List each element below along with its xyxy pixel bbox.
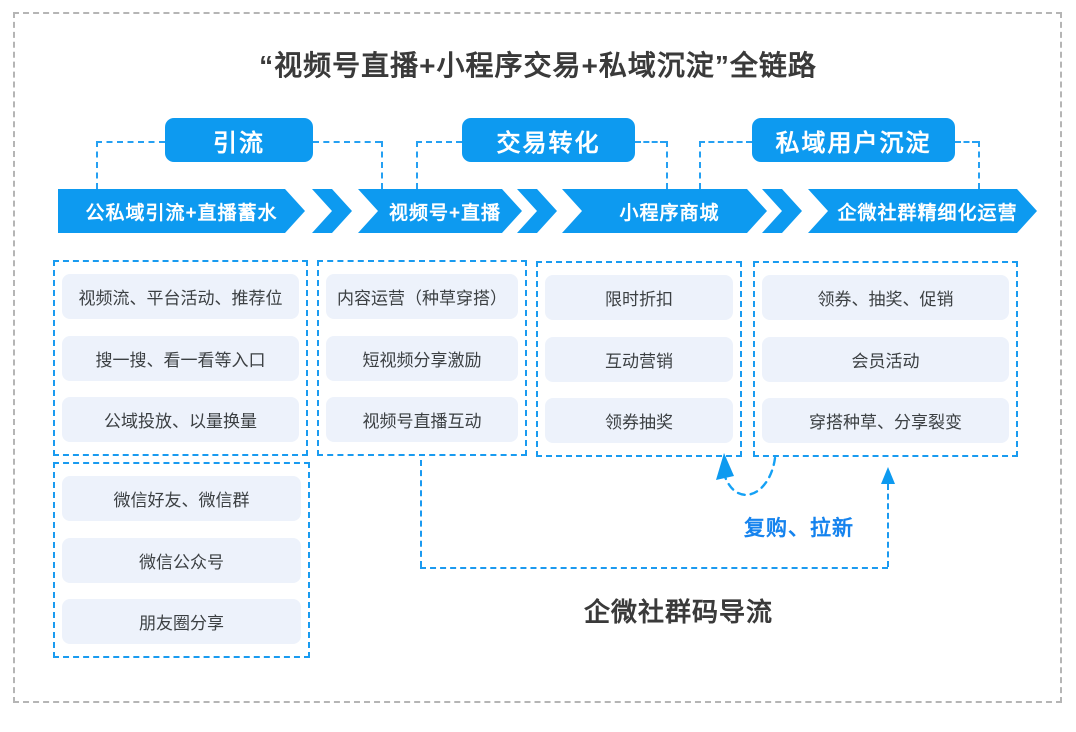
connector-line	[955, 141, 978, 143]
list-item: 内容运营（种草穿搭）	[326, 274, 518, 319]
list-item: 微信公众号	[62, 537, 301, 583]
list-item: 视频号直播互动	[326, 397, 518, 442]
list-item: 视频流、平台活动、推荐位	[62, 274, 299, 319]
list-item: 穿搭种草、分享裂变	[762, 398, 1009, 443]
list-item: 微信好友、微信群	[62, 476, 301, 521]
loop-line-vertical-right	[887, 484, 889, 567]
column-channels-ops-box: 内容运营（种草穿搭） 短视频分享激励 视频号直播互动	[317, 260, 527, 456]
connector-line	[416, 141, 418, 189]
repurchase-label: 复购、拉新	[744, 517, 854, 540]
column-traffic-sources-box: 视频流、平台活动、推荐位 搜一搜、看一看等入口 公域投放、以量换量	[53, 260, 308, 456]
list-item: 短视频分享激励	[326, 335, 518, 381]
column-mall-promos-box: 限时折扣 互动营销 领券抽奖	[536, 261, 742, 457]
loop-line-horizontal	[420, 567, 888, 569]
loop-line-vertical-left	[420, 460, 422, 567]
connector-line	[699, 141, 701, 189]
list-item: 公域投放、以量换量	[62, 397, 299, 442]
connector-line	[666, 141, 668, 189]
stage-arrow-miniprogram-mall: 小程序商城	[562, 189, 767, 233]
list-item: 搜一搜、看一看等入口	[62, 335, 299, 381]
connector-line	[978, 141, 980, 189]
connector-line	[699, 141, 752, 143]
arrow-up-icon	[881, 467, 895, 484]
list-item: 会员活动	[762, 336, 1009, 382]
page-title: “视频号直播+小程序交易+私域沉淀”全链路	[259, 50, 817, 81]
tab-traffic: 引流	[165, 118, 313, 162]
column-community-ops-box: 领券、抽奖、促销 会员活动 穿搭种草、分享裂变	[753, 261, 1018, 457]
connector-line	[313, 141, 381, 143]
stage-arrow-channels-live: 视频号+直播	[358, 189, 522, 233]
column-private-entries-box: 微信好友、微信群 微信公众号 朋友圈分享	[53, 462, 310, 658]
connector-line	[416, 141, 462, 143]
list-item: 领券、抽奖、促销	[762, 275, 1009, 320]
list-item: 限时折扣	[545, 275, 733, 320]
connector-line	[96, 141, 165, 143]
list-item: 领券抽奖	[545, 398, 733, 443]
curved-return-arrow-icon	[716, 453, 777, 496]
list-item: 互动营销	[545, 336, 733, 382]
list-item: 朋友圈分享	[62, 599, 301, 644]
tab-private-domain: 私域用户沉淀	[752, 118, 955, 162]
stage-arrow-wecom-community: 企微社群精细化运营	[808, 189, 1037, 233]
connector-line	[381, 141, 383, 189]
stage-arrow-public-private-traffic: 公私域引流+直播蓄水	[58, 189, 305, 233]
community-code-label: 企微社群码导流	[584, 597, 774, 627]
connector-line	[96, 141, 98, 189]
tab-conversion: 交易转化	[462, 118, 635, 162]
outer-dashed-frame	[13, 12, 1062, 703]
connector-line	[635, 141, 666, 143]
